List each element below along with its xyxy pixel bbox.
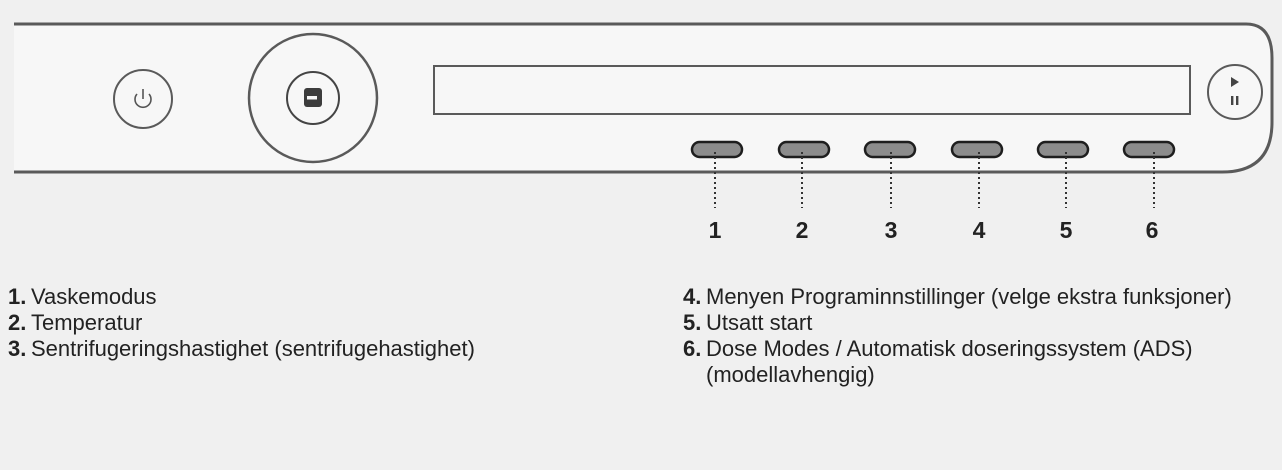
start-pause-button[interactable]	[1207, 64, 1263, 120]
legend-left-list: 1.Vaskemodus 2.Temperatur 3.Sentrifugeri…	[8, 284, 628, 362]
callout-number-1: 1	[709, 217, 722, 243]
display-window	[433, 65, 1191, 115]
legend-item-text: Vaskemodus	[31, 284, 157, 309]
legend-item-number: 2.	[8, 310, 27, 335]
auto-program-icon	[304, 88, 322, 107]
callout-number-3: 3	[885, 217, 898, 243]
power-button[interactable]	[113, 69, 173, 129]
legend-item-text: Sentrifugeringshastighet (sentrifugehast…	[31, 336, 475, 361]
option-button-4[interactable]	[950, 140, 1004, 159]
callout-number-5: 5	[1060, 217, 1073, 243]
option-button-1[interactable]	[690, 140, 744, 159]
legend-item-number: 5.	[683, 310, 702, 335]
legend-item-text: Dose Modes / Automatisk doseringssystem …	[706, 336, 1193, 387]
legend-item: 4.Menyen Programinnstillinger (velge eks…	[683, 284, 1263, 310]
legend-item: 5.Utsatt start	[683, 310, 1263, 336]
option-button-5[interactable]	[1036, 140, 1090, 159]
option-button-6[interactable]	[1122, 140, 1176, 159]
legend-right-list: 4.Menyen Programinnstillinger (velge eks…	[683, 284, 1263, 388]
option-button-3[interactable]	[863, 140, 917, 159]
legend-item: 2.Temperatur	[8, 310, 628, 336]
legend-item-number: 4.	[683, 284, 702, 309]
legend-item-text: Menyen Programinnstillinger (velge ekstr…	[706, 284, 1232, 309]
auto-program-dial[interactable]	[247, 32, 379, 164]
legend-item: 3.Sentrifugeringshastighet (sentrifugeha…	[8, 336, 628, 362]
callout-number-2: 2	[796, 217, 809, 243]
legend-item-number: 3.	[8, 336, 27, 361]
legend-item: 1.Vaskemodus	[8, 284, 628, 310]
legend-item-text: Utsatt start	[706, 310, 813, 335]
legend-item-text: Temperatur	[31, 310, 143, 335]
legend-item: 6.Dose Modes / Automatisk doseringssyste…	[683, 336, 1263, 388]
callout-number-6: 6	[1146, 217, 1159, 243]
play-pause-icon	[1231, 77, 1239, 105]
legend-item-number: 1.	[8, 284, 27, 309]
callout-number-4: 4	[973, 217, 986, 243]
option-button-2[interactable]	[777, 140, 831, 159]
legend-item-number: 6.	[683, 336, 702, 361]
power-icon	[134, 89, 152, 109]
